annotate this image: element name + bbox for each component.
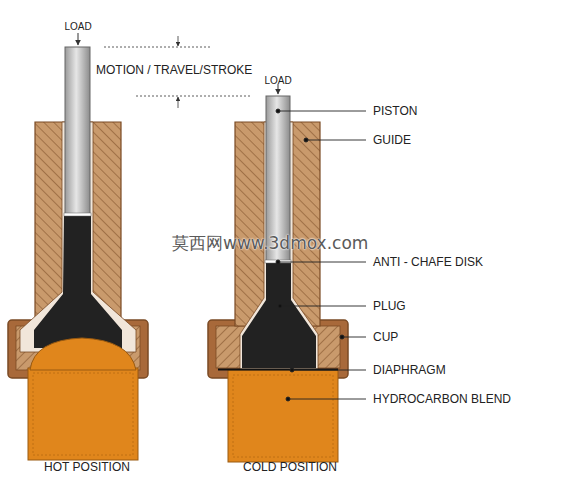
expanded-wax [30,338,136,370]
cold-actuator [208,84,348,462]
part-label: ANTI - CHAFE DISK [373,255,483,269]
part-label: CUP [373,330,398,344]
load-arrow [78,33,79,45]
plug [242,263,316,368]
hydrocarbon-blend [28,368,138,460]
part-label: DIAPHRAGM [373,363,446,377]
plug [34,215,122,348]
hot-actuator [8,33,148,460]
anti-chafe-disk [265,260,291,263]
part-label: PLUG [373,299,406,313]
part-label: HYDROCARBON BLEND [373,392,511,406]
load-label: LOAD [264,75,291,87]
hydrocarbon-blend [228,370,338,462]
watermark: 莫西网www.3dmox.com [172,233,368,253]
position-caption: HOT POSITION [44,460,130,474]
part-label: GUIDE [373,133,411,147]
load-label: LOAD [64,21,91,33]
piston [65,47,90,215]
leader-lines [276,109,366,401]
part-label: PISTON [373,104,417,118]
position-caption: COLD POSITION [243,460,337,474]
stroke-label: MOTION / TRAVEL/STROKE [96,63,252,77]
